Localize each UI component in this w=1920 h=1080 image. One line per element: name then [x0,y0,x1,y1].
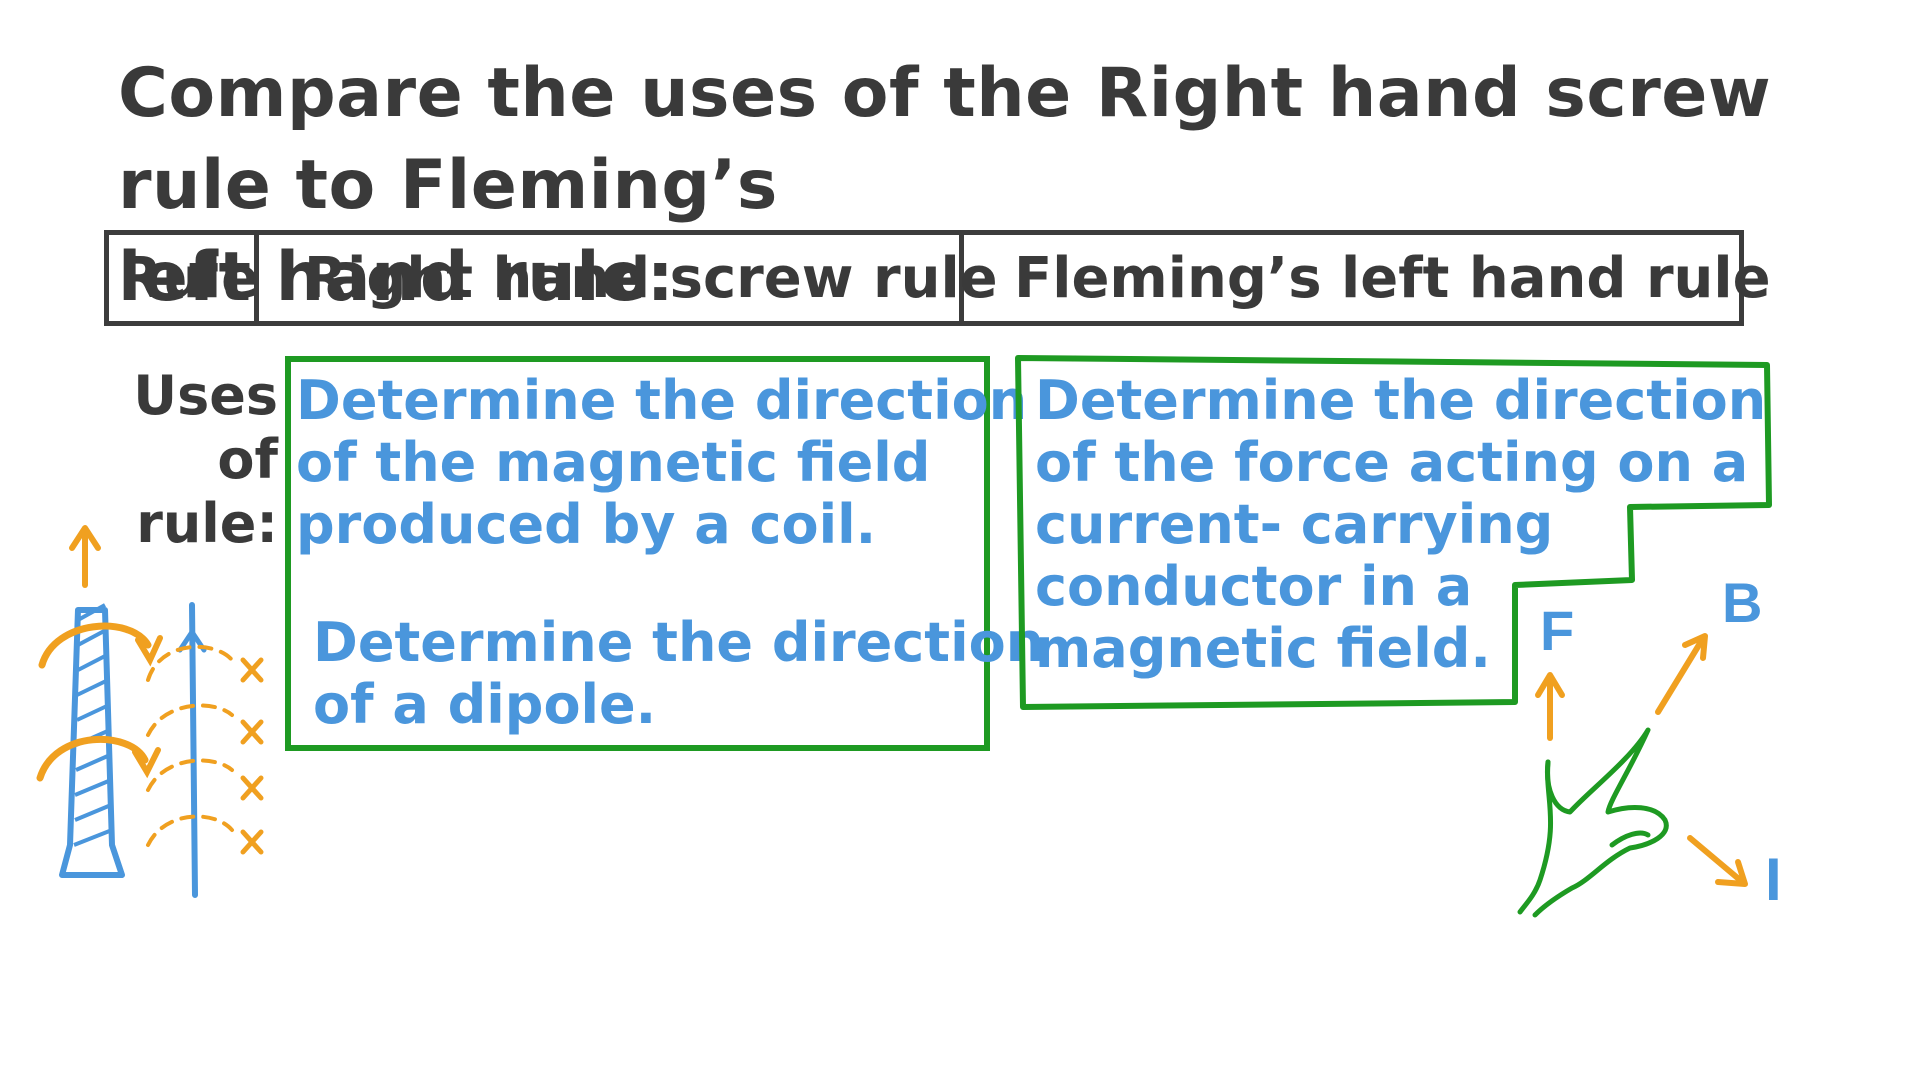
right-hand-screw-uses-box [285,356,990,751]
arrow-icon [1535,633,1748,887]
fl-use-line-1: Determine the direction [1035,369,1767,432]
label-B: B [1722,571,1762,634]
flemings-use-1: Determine the direction of the force act… [1035,370,1766,680]
header-cell-rule: Rule [109,235,259,321]
label-I: I [1765,846,1782,913]
curved-arrow-icon [36,622,163,782]
page-title: Compare the uses of the Right hand screw… [118,48,1878,324]
rhs-use-1-line-3: produced by a coil. [296,493,877,556]
rhs-use-1: Determine the direction of the magnetic … [296,370,1027,556]
field-lines-icon [146,644,234,847]
fl-use-line-5: magnetic field. [1035,617,1491,680]
cross-marks-icon [240,657,264,855]
fl-use-line-4: conductor in a [1035,555,1473,618]
hand-diagram-labels: F B I [1540,571,1782,913]
uses-label-line-2: of rule: [136,428,278,555]
header-cell-right-hand-screw-rule: Right hand screw rule [259,235,998,321]
hand-icon [1517,727,1669,918]
rhs-use-2: Determine the direction of a dipole. [313,612,1044,736]
rhs-use-2-line-2: of a dipole. [313,673,657,736]
comparison-table-header: Rule Right hand screw rule Fleming’s lef… [104,230,1771,326]
title-line-1: Compare the uses of the Right hand screw… [118,54,1772,225]
fl-use-line-3: current- carrying [1035,493,1554,556]
rhs-use-1-line-1: Determine the direction [296,369,1028,432]
uses-label-line-1: Uses [133,364,278,427]
title-line-2: left hand rule: [118,238,675,317]
fl-use-line-2: of the force acting on a [1035,431,1749,494]
label-F: F [1540,599,1574,662]
flemings-uses-box [1015,355,1772,710]
rhs-use-1-line-2: of the magnetic field [296,431,931,494]
screw-icon [59,525,125,878]
rhs-use-2-line-1: Determine the direction [313,611,1045,674]
wire-icon [177,602,207,898]
header-cell-flemings-left-hand-rule: Fleming’s left hand rule [1014,245,1771,311]
uses-of-rule-label: Uses of rule: [78,364,278,556]
